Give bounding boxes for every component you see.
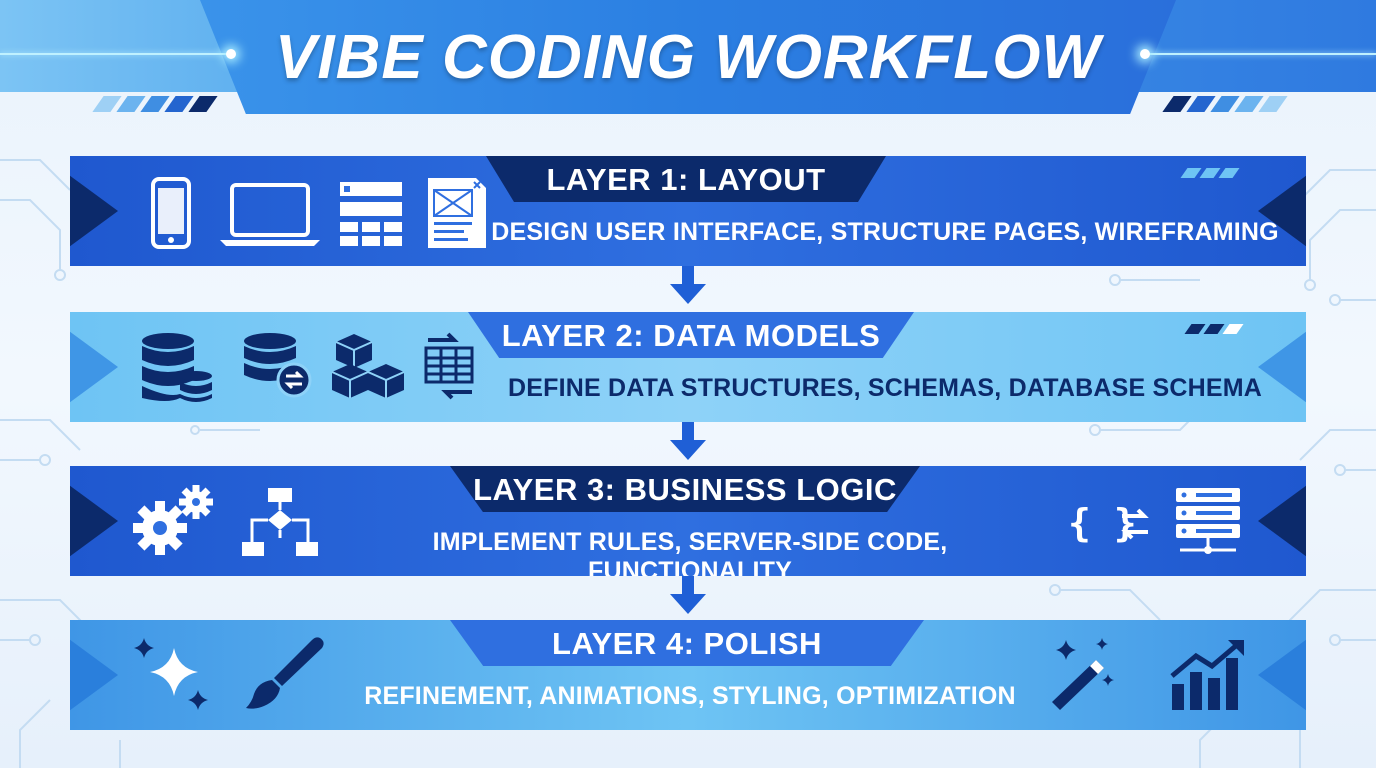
gears-icon — [132, 484, 216, 558]
flowchart-icon — [240, 486, 320, 558]
header-plate — [200, 0, 1176, 114]
layer-1-title: LAYER 1: LAYOUT — [546, 162, 826, 197]
svg-text:{ }: { } — [1068, 502, 1137, 545]
layer-1-stripes — [1180, 168, 1240, 178]
sparkles-icon — [130, 634, 214, 714]
layer-3-description: IMPLEMENT RULES, SERVER-SIDE CODE, FUNCT… — [432, 528, 948, 576]
code-braces-icon: { } — [1068, 502, 1152, 546]
database-stack-icon — [140, 332, 214, 404]
header-glow-line-left — [0, 53, 232, 55]
server-icon — [1174, 486, 1242, 556]
layer-3-banner: LAYER 3: BUSINESS LOGIC IMPLEMENT RULES,… — [70, 466, 1306, 576]
layer-4-banner: LAYER 4: POLISH REFINEMENT, ANIMATIONS, … — [70, 620, 1306, 730]
layer-2-banner: LAYER 2: DATA MODELS DEFINE DATA STRUCTU… — [70, 312, 1306, 422]
down-arrow-icon-1 — [670, 266, 706, 304]
laptop-icon — [218, 182, 322, 248]
layer-3-title: LAYER 3: BUSINESS LOGIC — [473, 472, 897, 507]
header-glow-dot-left — [226, 49, 236, 59]
layer-3-title-tab — [450, 466, 920, 512]
wireframe-document-icon — [426, 176, 488, 250]
cubes-icon — [330, 332, 408, 400]
layer-1-banner: LAYER 1: LAYOUT DESIGN USER INTERFACE, S… — [70, 156, 1306, 266]
header-glow-dot-right — [1140, 49, 1150, 59]
magic-wand-icon — [1046, 636, 1116, 712]
layer-4-title: LAYER 4: POLISH — [552, 626, 822, 661]
header-stripes-left — [92, 96, 218, 112]
layer-2-stripes — [1184, 324, 1244, 334]
layer-4-title-tab — [450, 620, 924, 666]
layer-2-title-tab — [468, 312, 914, 358]
page-layout-icon — [338, 180, 404, 248]
layer-1-title-tab — [486, 156, 886, 202]
header-glow-line-right — [1146, 53, 1376, 55]
down-arrow-icon-3 — [670, 576, 706, 614]
layer-2-description: DEFINE DATA STRUCTURES, SCHEMAS, DATABAS… — [507, 374, 1263, 402]
layer-2-title: LAYER 2: DATA MODELS — [501, 318, 881, 353]
layer-4-description: REFINEMENT, ANIMATIONS, STYLING, OPTIMIZ… — [364, 682, 1016, 710]
layer-1-description: DESIGN USER INTERFACE, STRUCTURE PAGES, … — [491, 218, 1279, 246]
paintbrush-icon — [242, 634, 328, 714]
database-sync-icon — [242, 332, 312, 398]
header-stripes-right — [1162, 96, 1288, 112]
down-arrow-icon-2 — [670, 422, 706, 460]
growth-chart-icon — [1168, 636, 1248, 712]
page-title: VIBE CODING WORKFLOW — [275, 23, 1101, 92]
smartphone-icon — [150, 176, 192, 250]
table-transfer-icon — [424, 332, 476, 400]
